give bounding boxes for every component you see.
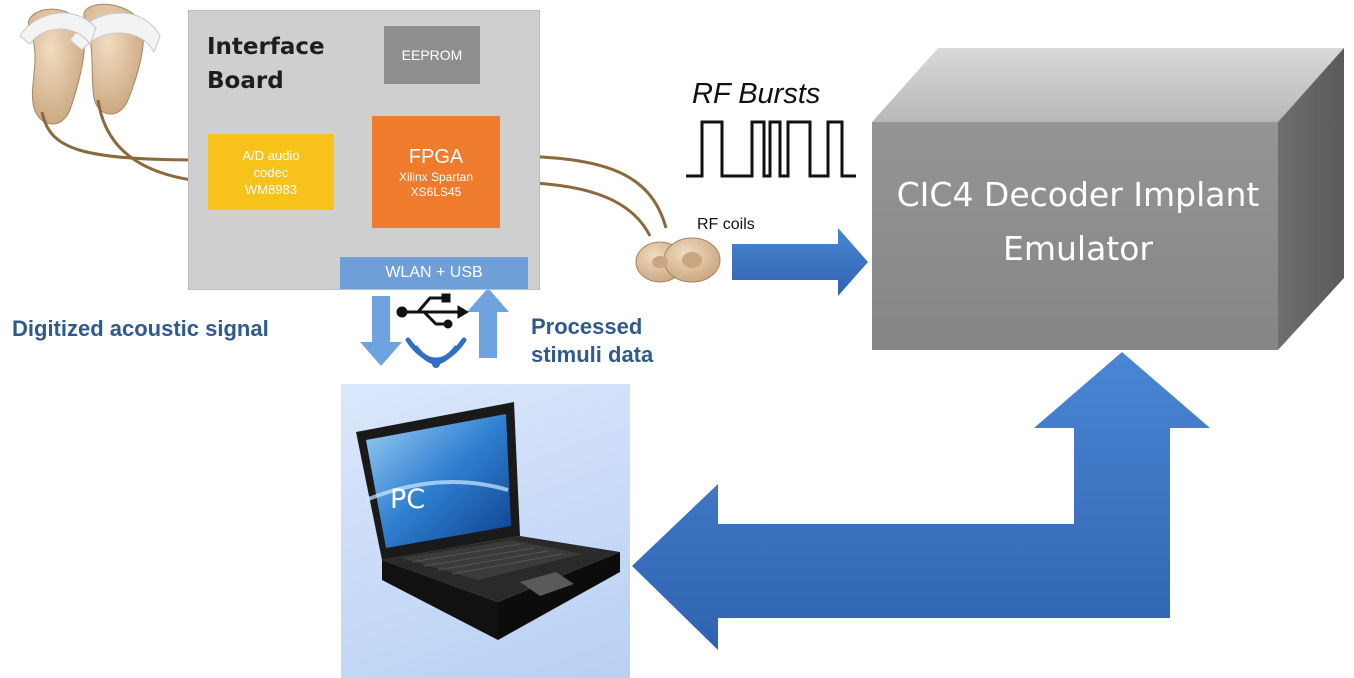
codec-label-line1: A/D audio <box>242 147 300 163</box>
board-title-line1: Interface <box>207 34 325 60</box>
rf-coil-icon <box>635 237 721 283</box>
processed-data-label: Processed stimuli data <box>531 313 653 369</box>
digitized-signal-label: Digitized acoustic signal <box>12 316 269 341</box>
hearing-aid-icon <box>19 3 161 125</box>
fpga-block: FPGA Xilinx Spartan XS6LS45 <box>372 116 500 228</box>
usb-icon <box>396 293 469 329</box>
rf-bursts-title: RF Bursts <box>692 78 821 110</box>
fpga-sub-line1: Xilinx Spartan <box>398 170 474 184</box>
pc-panel <box>341 384 630 678</box>
board-title-line2: Board <box>207 68 284 94</box>
codec-label-line3: WM8983 <box>244 181 298 197</box>
pc-emulator-bidirectional-arrow <box>632 352 1210 650</box>
codec-label-line2: codec <box>253 164 289 180</box>
fpga-sub-line2: XS6LS45 <box>410 185 462 199</box>
down-arrow <box>360 296 402 366</box>
coil-to-emulator-arrow <box>732 228 868 296</box>
eeprom-label: EEPROM <box>401 47 463 63</box>
emulator-box <box>872 48 1344 350</box>
wifi-icon <box>405 337 467 368</box>
interface-board-title: Interface Board <box>207 30 325 98</box>
processed-label-line1: Processed <box>531 314 643 339</box>
rf-coils-label: RF coils <box>697 216 755 233</box>
wlan-usb-block: WLAN + USB <box>340 257 528 289</box>
up-arrow <box>467 288 509 358</box>
fpga-label: FPGA <box>408 146 464 168</box>
wlan-usb-label: WLAN + USB <box>385 264 483 281</box>
emulator-label: CIC4 Decoder Implant Emulator <box>878 168 1278 276</box>
emulator-label-line1: CIC4 Decoder Implant <box>896 175 1260 214</box>
rf-burst-waveform <box>686 120 856 178</box>
pc-label: PC <box>390 484 426 515</box>
processed-label-line2: stimuli data <box>531 342 654 367</box>
eeprom-block: EEPROM <box>384 26 480 84</box>
emulator-label-line2: Emulator <box>1003 229 1153 268</box>
codec-block: A/D audio codec WM8983 <box>208 134 334 210</box>
